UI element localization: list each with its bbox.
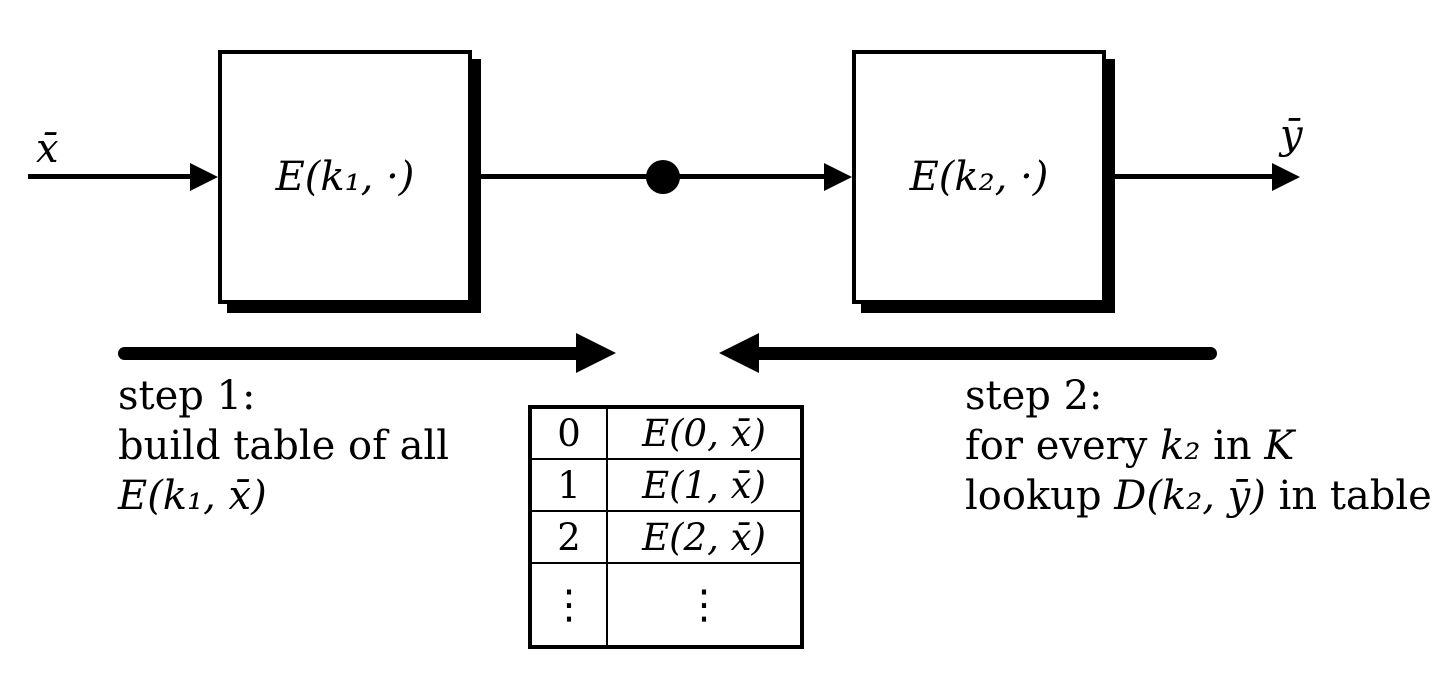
key-cell: 2	[529, 510, 608, 564]
step2-title: step 2:	[965, 373, 1103, 419]
value-cell-ellipsis: ⋮	[606, 562, 803, 648]
input-arrowhead-icon	[190, 163, 218, 191]
junction-dot-icon	[646, 160, 680, 194]
value-cell: E(2, x̄)	[606, 510, 803, 564]
step2-line2-mid: in	[1200, 423, 1265, 469]
step2-line2: for every k₂ in K	[965, 421, 1432, 471]
table-row: 2 E(2, x̄)	[529, 510, 803, 564]
input-label: x̄	[36, 126, 59, 172]
middle-arrowhead-icon	[824, 163, 852, 191]
step1-arrowhead-icon	[576, 333, 616, 373]
step2-line3-math: D(k₂, ȳ)	[1114, 473, 1266, 519]
encryption-box-2: E(k₂, ·)	[852, 50, 1106, 304]
step1-line3-math: E(k₁, x̄)	[118, 473, 267, 519]
step2-line3: lookup D(k₂, ȳ) in table	[965, 471, 1432, 521]
key-cell: 0	[529, 406, 608, 460]
step2-line3-prefix: lookup	[965, 473, 1115, 519]
keyspace-symbol: K	[1264, 423, 1295, 469]
step1-line2: build table of all	[118, 423, 450, 469]
step2-line3-suffix: in table	[1265, 473, 1432, 519]
step2-arrow-body	[759, 347, 1217, 360]
output-arrowhead-icon	[1272, 163, 1300, 191]
step2-line2-prefix: for every	[965, 423, 1161, 469]
step1-arrow-body	[118, 347, 576, 360]
encryption-box-1: E(k₁, ·)	[218, 50, 472, 304]
value-cell: E(1, x̄)	[606, 458, 803, 512]
lookup-table: 0 E(0, x̄) 1 E(1, x̄) 2 E(2, x̄) ⋮ ⋮	[528, 405, 804, 649]
key-cell-ellipsis: ⋮	[529, 562, 608, 648]
value-cell: E(0, x̄)	[606, 406, 803, 460]
key-cell: 1	[529, 458, 608, 512]
output-wire	[1106, 174, 1272, 179]
step2-annotation: step 2: for every k₂ in K lookup D(k₂, ȳ…	[965, 371, 1432, 521]
step1-title: step 1:	[118, 373, 256, 419]
input-wire	[28, 174, 192, 179]
encryption-box-2-label: E(k₂, ·)	[909, 154, 1049, 200]
encryption-box-1-label: E(k₁, ·)	[275, 154, 415, 200]
step1-annotation: step 1: build table of all E(k₁, x̄)	[118, 371, 449, 521]
table-row: 1 E(1, x̄)	[529, 458, 803, 512]
step2-arrowhead-icon	[719, 333, 759, 373]
step2-line2-key: k₂	[1160, 423, 1201, 469]
table-row: ⋮ ⋮	[529, 562, 803, 648]
output-label: ȳ	[1280, 112, 1303, 158]
table-row: 0 E(0, x̄)	[529, 406, 803, 460]
